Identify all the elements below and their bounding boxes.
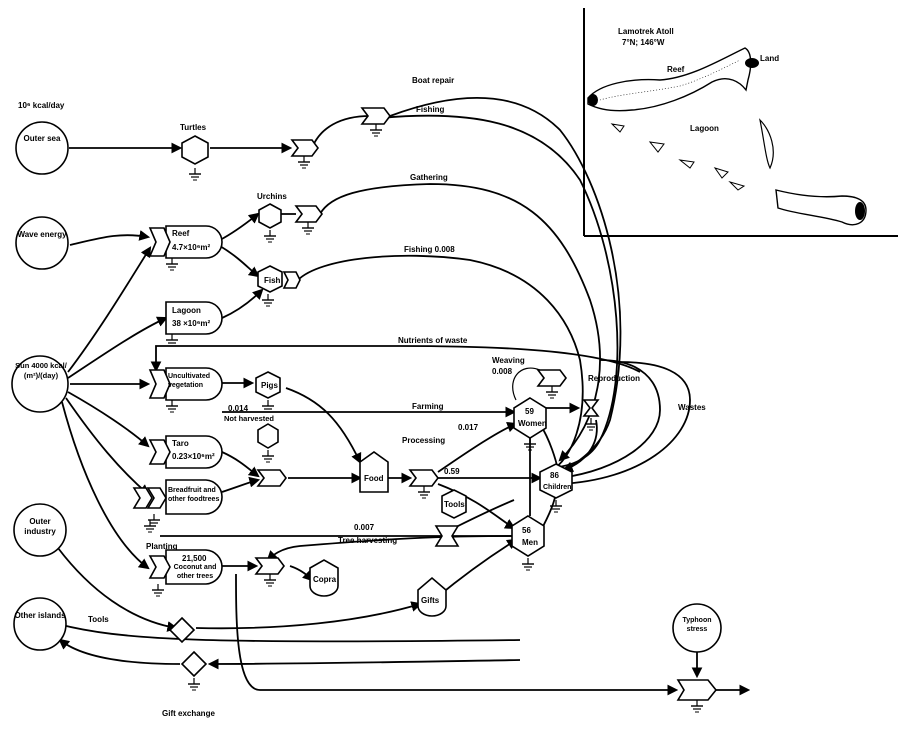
gathering-label: Gathering	[410, 173, 448, 182]
tools-exchange-diamond	[168, 616, 196, 644]
uncultivated-vegetation-label: Uncultivated vegetation	[168, 373, 211, 389]
tools-flow-label: Tools	[88, 615, 109, 624]
map-coords: 7°N; 146°W	[622, 38, 665, 47]
consumer-turtles: Turtles	[180, 123, 209, 181]
children-label: Children	[543, 484, 571, 491]
reef-area: 4.7×10⁶m²	[172, 243, 210, 252]
source-sun: Sun 4000 kcal/ (m²)/(day)	[11, 355, 69, 413]
taro-title: Taro	[172, 439, 189, 448]
consumer-children: 86 Children	[539, 463, 573, 513]
consumer-copra: Copra	[309, 559, 339, 597]
men-label: Men	[522, 538, 538, 547]
map-title: Lamotrek Atoll	[618, 27, 674, 36]
women-count: 59	[525, 407, 534, 416]
children-count: 86	[550, 471, 559, 480]
men-count: 56	[522, 526, 531, 535]
reproduction-label: Reproduction	[588, 374, 640, 383]
storage-uncultivated-vegetation: Uncultivated vegetation	[148, 367, 223, 413]
fish-label: Fish	[264, 276, 281, 285]
consumer-gifts: Gifts	[417, 576, 447, 617]
coconut-count: 21,500	[182, 554, 207, 563]
wastes-label: Wastes	[678, 403, 706, 412]
reproduction-switch	[582, 399, 600, 431]
outer-sea-label: Outer sea	[23, 134, 61, 143]
workgates	[254, 107, 718, 713]
lagoon-title: Lagoon	[172, 306, 201, 315]
storage-taro: Taro 0.23×10⁶m²	[148, 435, 223, 469]
outer-industry-label: Outer industry	[24, 517, 56, 536]
nutrients-of-waste-label: Nutrients of waste	[398, 336, 468, 345]
food-label: Food	[364, 474, 384, 483]
storage-breadfruit: Breadfruit and other foodtrees	[132, 479, 223, 527]
atoll-land-dot	[745, 58, 759, 68]
consumer-men: 56 Men	[511, 515, 545, 571]
boat-repair-label: Boat repair	[412, 76, 454, 85]
typhoon-stress-label: Typhoon stress	[682, 617, 712, 633]
coconut-label: Coconut and other trees	[173, 564, 217, 580]
energy-flow-lines	[57, 97, 751, 696]
flow-labels: Boat repair Fishing Gathering Fishing 0.…	[88, 76, 706, 718]
consumer-fish: Fish	[257, 265, 283, 307]
urchins-label: Urchins	[257, 192, 287, 201]
tools-node-label: Tools	[444, 500, 465, 509]
atoll-map-inset: Lamotrek Atoll 7°N; 146°W Reef Land Lago…	[583, 8, 898, 237]
units-label: 10⁶ kcal/day	[18, 101, 65, 110]
source-typhoon-stress: Typhoon stress	[672, 603, 722, 653]
fishing-value-label: Fishing 0.008	[404, 245, 455, 254]
fishing-label: Fishing	[416, 105, 445, 114]
lagoon-area: 38 ×10⁶m²	[172, 319, 210, 328]
not-harvested-label: Not harvested	[224, 414, 274, 423]
women-label: Women	[518, 419, 547, 428]
gift-exchange-label: Gift exchange	[162, 709, 215, 718]
storage-coconut: 21,500 Coconut and other trees	[148, 549, 223, 597]
value-059-label: 0.59	[444, 467, 460, 476]
not-harvested-node	[257, 423, 279, 463]
pigs-label: Pigs	[261, 381, 278, 390]
weaving-value-label: 0.008	[492, 367, 513, 376]
source-outer-industry: Outer industry	[13, 503, 67, 557]
atoll-reef-shape	[587, 47, 752, 112]
other-islands-label: Other islands	[14, 611, 66, 620]
value-0014-label: 0.014	[228, 404, 249, 413]
value-0017-label: 0.017	[458, 423, 479, 432]
gifts-label: Gifts	[421, 596, 440, 605]
gift-exchange-diamond	[180, 650, 208, 691]
taro-area: 0.23×10⁶m²	[172, 452, 215, 461]
wave-energy-label: Wave energy	[17, 230, 67, 239]
storage-lagoon: Lagoon 38 ×10⁶m²	[165, 301, 223, 347]
source-other-islands: Other islands	[13, 597, 67, 651]
turtles-label: Turtles	[180, 123, 207, 132]
tree-harvesting-label: Tree harvesting	[338, 536, 397, 545]
consumer-food: Food	[359, 451, 389, 493]
value-0007-label: 0.007	[354, 523, 375, 532]
planting-label: Planting	[146, 542, 178, 551]
breadfruit-label: Breadfruit and other foodtrees	[168, 487, 220, 503]
reef-title: Reef	[172, 229, 190, 238]
weaving-label: Weaving	[492, 356, 525, 365]
consumer-urchins: Urchins	[257, 192, 287, 243]
consumer-women: 59 Women	[513, 397, 547, 451]
storage-reef: Reef 4.7×10⁶m²	[148, 225, 223, 271]
processing-label: Processing	[402, 436, 445, 445]
consumer-pigs: Pigs	[255, 371, 281, 413]
copra-label: Copra	[313, 575, 337, 584]
consumer-tools: Tools	[441, 489, 467, 519]
atoll-south-reef	[775, 189, 867, 226]
map-lagoon-label: Lagoon	[690, 124, 719, 133]
source-wave-energy: Wave energy	[15, 216, 69, 270]
map-land-label: Land	[760, 54, 779, 63]
source-outer-sea: Outer sea	[15, 121, 69, 175]
sun-label: Sun 4000 kcal/ (m²)/(day)	[15, 361, 67, 380]
map-reef-label: Reef	[667, 65, 685, 74]
farming-label: Farming	[412, 402, 444, 411]
